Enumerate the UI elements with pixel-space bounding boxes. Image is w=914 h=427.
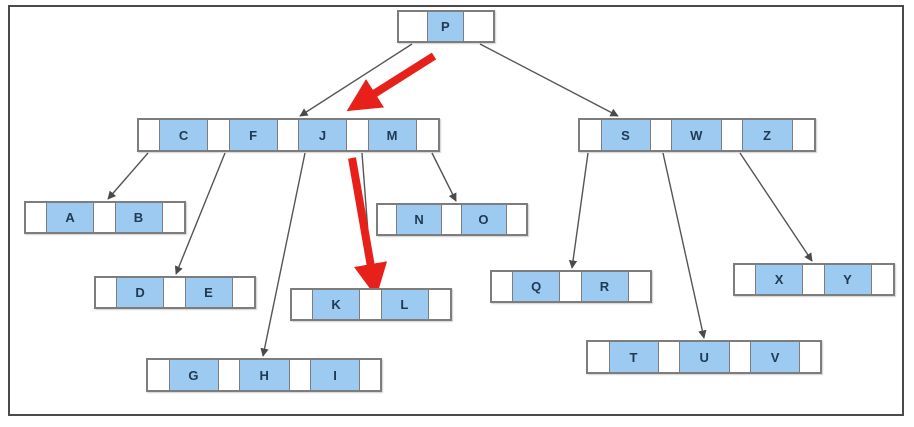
key-cell-d: D — [117, 278, 165, 307]
pointer-cell — [289, 360, 312, 390]
key-cell-n: N — [397, 205, 443, 234]
key-cell-i: I — [311, 360, 361, 390]
pointer-cell — [506, 205, 526, 234]
key-cell-m: M — [368, 120, 417, 150]
key-cell-k: K — [313, 290, 361, 319]
pointer-cell — [416, 120, 438, 150]
pointer-cell — [428, 290, 450, 319]
key-cell-r: R — [581, 272, 629, 301]
pointer-cell — [292, 290, 314, 319]
pointer-cell — [232, 278, 254, 307]
key-cell-v: V — [751, 342, 801, 372]
pointer-cell — [208, 120, 230, 150]
key-cell-h: H — [240, 360, 290, 390]
key-cell-l: L — [381, 290, 429, 319]
pointer-cell — [360, 360, 380, 390]
pointer-cell — [139, 120, 161, 150]
key-cell-j: J — [299, 120, 348, 150]
key-cell-s: S — [601, 120, 651, 150]
key-cell-u: U — [680, 342, 730, 372]
pointer-cell — [442, 205, 462, 234]
pointer-cell — [871, 265, 893, 294]
pointer-cell — [347, 120, 369, 150]
key-cell-o: O — [461, 205, 507, 234]
key-cell-b: B — [115, 203, 163, 232]
pointer-cell — [218, 360, 241, 390]
key-cell-z: Z — [743, 120, 793, 150]
pointer-cell — [464, 12, 493, 41]
pointer-cell — [560, 272, 582, 301]
key-cell-t: T — [609, 342, 659, 372]
pointer-cell — [96, 278, 118, 307]
pointer-cell — [26, 203, 48, 232]
key-cell-x: X — [756, 265, 804, 294]
pointer-cell — [735, 265, 757, 294]
pointer-cell — [588, 342, 610, 372]
pointer-cell — [164, 278, 186, 307]
key-cell-y: Y — [824, 265, 872, 294]
key-cell-c: C — [160, 120, 209, 150]
pointer-cell — [800, 342, 820, 372]
key-cell-f: F — [229, 120, 278, 150]
pointer-cell — [628, 272, 650, 301]
root-node: P — [397, 10, 495, 43]
pointer-cell — [650, 120, 673, 150]
pointer-cell — [658, 342, 681, 372]
pointer-cell — [360, 290, 382, 319]
pointer-cell — [729, 342, 752, 372]
key-cell-p: P — [427, 12, 465, 41]
pointer-cell — [492, 272, 514, 301]
pointer-cell — [721, 120, 744, 150]
key-cell-g: G — [169, 360, 219, 390]
pointer-cell — [94, 203, 116, 232]
pointer-cell — [399, 12, 428, 41]
pointer-cell — [580, 120, 602, 150]
key-cell-a: A — [47, 203, 95, 232]
pointer-cell — [378, 205, 398, 234]
pointer-cell — [148, 360, 170, 390]
pointer-cell — [162, 203, 184, 232]
key-cell-e: E — [185, 278, 233, 307]
pointer-cell — [803, 265, 825, 294]
pointer-cell — [277, 120, 300, 150]
key-cell-q: Q — [513, 272, 561, 301]
key-cell-w: W — [672, 120, 722, 150]
pointer-cell — [792, 120, 814, 150]
